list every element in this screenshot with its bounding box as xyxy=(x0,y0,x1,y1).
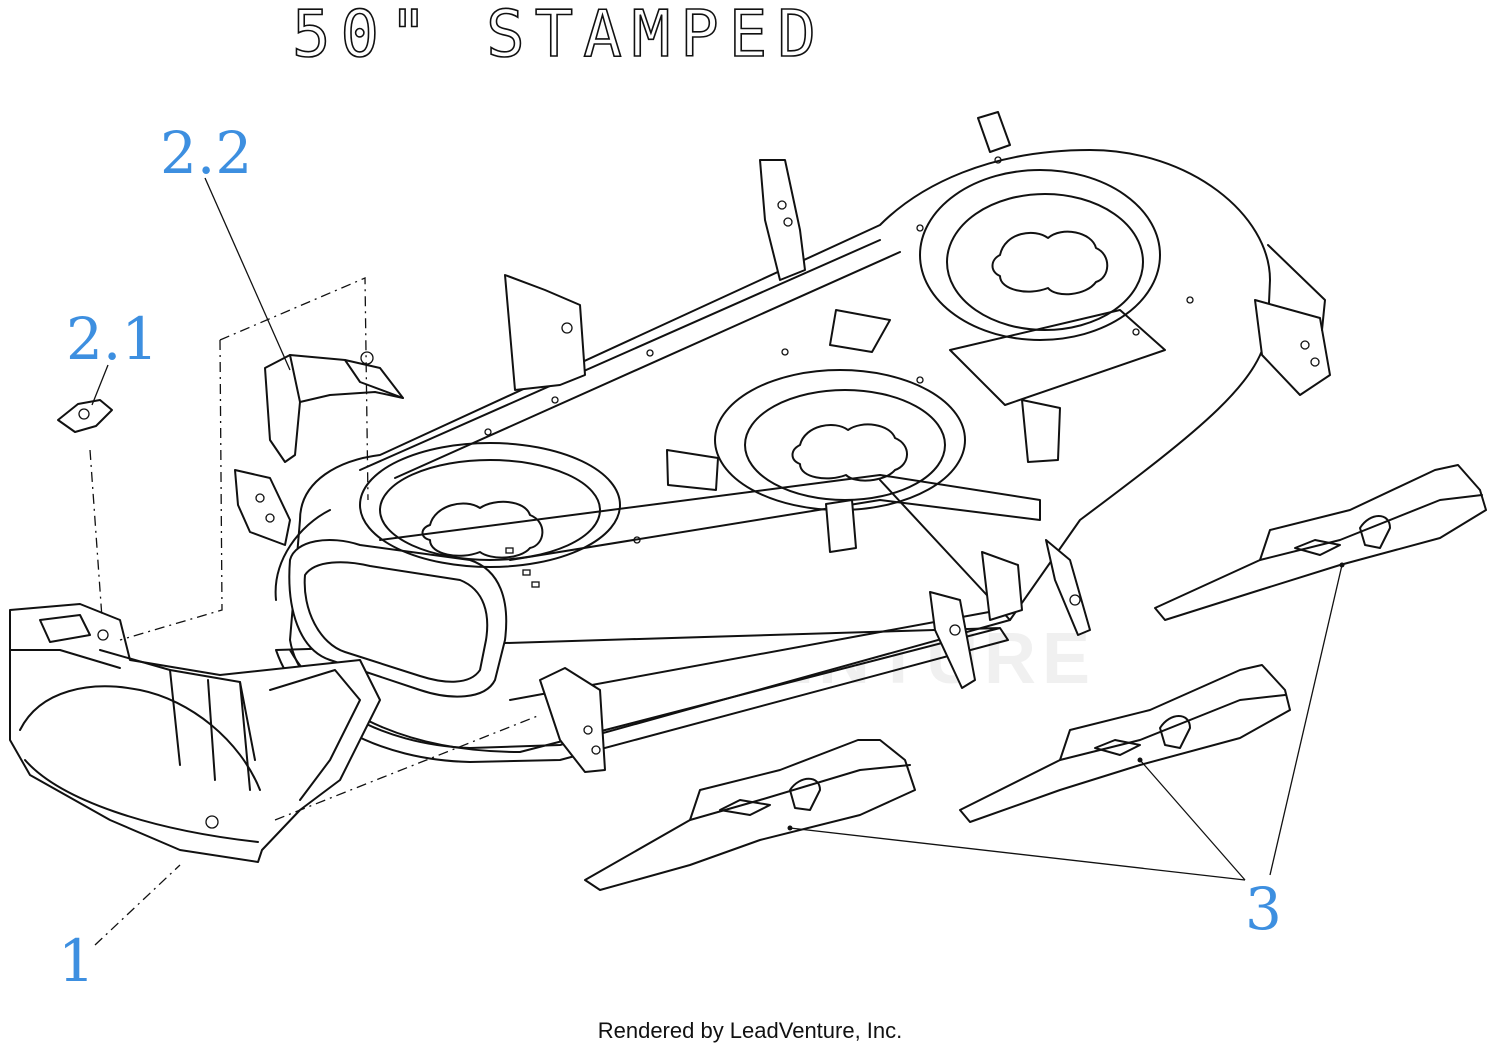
footer-credit: Rendered by LeadVenture, Inc. xyxy=(597,1018,903,1043)
discharge-chute[interactable] xyxy=(9,603,381,863)
wing-nut-2-1[interactable] xyxy=(57,399,113,433)
mower-blade-1[interactable] xyxy=(584,739,916,891)
chute-bracket-2-2[interactable] xyxy=(264,351,404,463)
callout-2-1[interactable]: 2.1 xyxy=(66,305,159,373)
callout-2-2[interactable]: 2.2 xyxy=(160,119,253,187)
mower-deck-housing[interactable] xyxy=(234,111,1331,773)
mower-blade-2[interactable] xyxy=(959,664,1291,823)
callout-1[interactable]: 1 xyxy=(58,927,95,995)
diagram-title: 50" STAMPED xyxy=(291,0,826,73)
leader-lines xyxy=(91,177,1345,881)
assembly-lines xyxy=(89,277,541,946)
mower-blade-3[interactable] xyxy=(1154,464,1487,621)
callout-3[interactable]: 3 xyxy=(1245,875,1282,943)
